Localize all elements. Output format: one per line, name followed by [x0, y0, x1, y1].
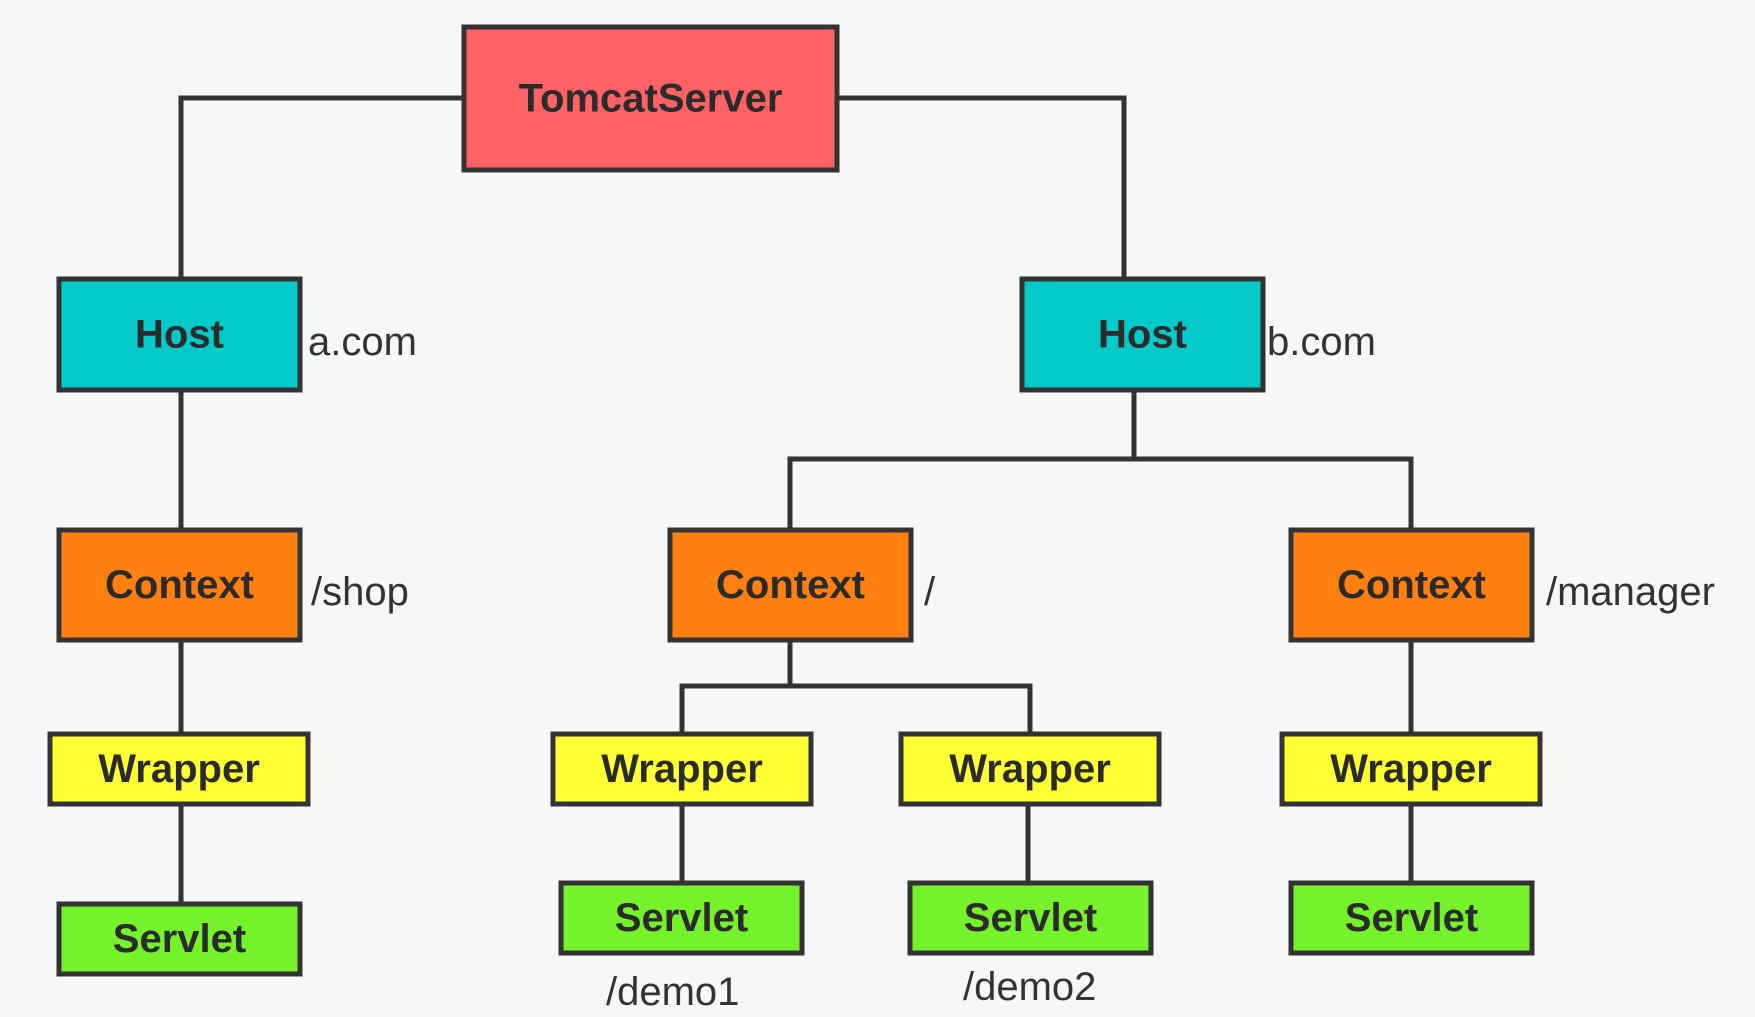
connector-server-to-host-a	[178, 95, 464, 279]
context-label: Context	[716, 563, 865, 607]
connector-host-b-to-context-root	[787, 390, 1137, 530]
annotation-context-manager: /manager	[1546, 570, 1715, 614]
node-context-shop: Context	[56, 527, 303, 643]
servlet-label: Servlet	[615, 896, 748, 940]
connector-context-root-to-wrapper-demo1	[679, 640, 793, 734]
wrapper-box	[47, 731, 311, 807]
host-box	[1019, 276, 1266, 393]
servlet-box	[558, 880, 805, 956]
server-box	[461, 24, 840, 173]
servlet-label: Servlet	[113, 917, 246, 961]
node-context-manager: Context	[1288, 527, 1535, 643]
context-box	[667, 527, 914, 643]
annotations: a.com b.com/shop / /manager/demo1/demo2	[308, 320, 1715, 1014]
node-host-b: Host	[1019, 276, 1266, 393]
node-servlet-manager: Servlet	[1288, 880, 1535, 956]
node-servlet-demo1: Servlet	[558, 880, 805, 956]
wrapper-box	[1279, 731, 1543, 807]
node-wrapper-demo1: Wrapper	[550, 731, 814, 807]
wrapper-box	[898, 731, 1162, 807]
host-label: Host	[1098, 313, 1187, 357]
connector-context-root-to-wrapper-demo2	[787, 640, 1033, 734]
servlet-label: Servlet	[1345, 896, 1478, 940]
host-box	[56, 276, 303, 393]
node-servlet-demo2: Servlet	[907, 880, 1154, 956]
wrapper-label: Wrapper	[601, 747, 763, 791]
servlet-label: Servlet	[964, 896, 1097, 940]
connector-server-to-host-b	[837, 95, 1127, 279]
context-label: Context	[105, 563, 254, 607]
connectors	[178, 95, 1414, 904]
node-context-root: Context	[667, 527, 914, 643]
annotation-context-root: /	[924, 570, 936, 614]
annotation-servlet-demo2: /demo2	[963, 965, 1096, 1009]
context-box	[56, 527, 303, 643]
wrapper-label: Wrapper	[949, 747, 1111, 791]
wrapper-box	[550, 731, 814, 807]
wrapper-label: Wrapper	[1330, 747, 1492, 791]
servlet-box	[907, 880, 1154, 956]
node-wrapper-manager: Wrapper	[1279, 731, 1543, 807]
node-wrapper-demo2: Wrapper	[898, 731, 1162, 807]
servlet-box	[1288, 880, 1535, 956]
node-server: TomcatServer	[461, 24, 840, 173]
annotation-servlet-demo1: /demo1	[606, 970, 739, 1014]
connector-host-b-to-context-manager	[1131, 390, 1414, 530]
annotation-context-shop: /shop	[311, 570, 409, 614]
annotation-host-a: a.com	[308, 320, 417, 364]
node-host-a: Host	[56, 276, 303, 393]
host-label: Host	[135, 313, 224, 357]
node-servlet-shop: Servlet	[56, 901, 303, 977]
servlet-box	[56, 901, 303, 977]
context-label: Context	[1337, 563, 1486, 607]
context-box	[1288, 527, 1535, 643]
wrapper-label: Wrapper	[98, 747, 260, 791]
server-label: TomcatServer	[519, 77, 783, 121]
node-wrapper-shop: Wrapper	[47, 731, 311, 807]
annotation-host-b: b.com	[1267, 320, 1376, 364]
